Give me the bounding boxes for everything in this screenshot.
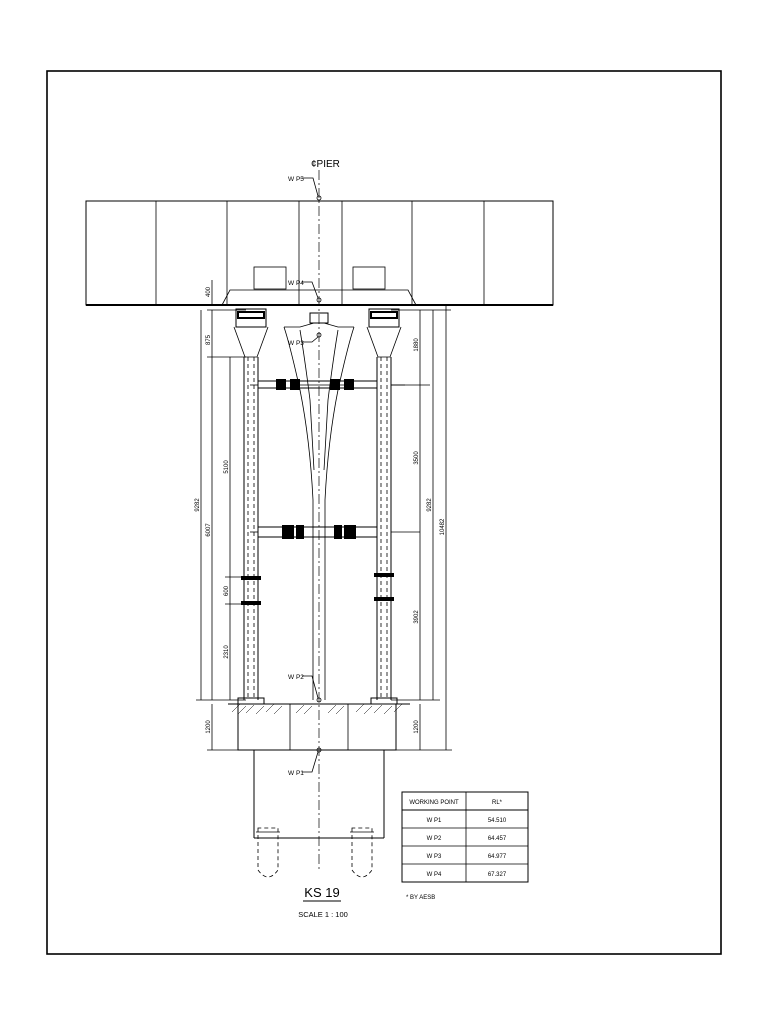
wp5-label: W P5 [288, 176, 304, 183]
dimension-lines-right [391, 305, 452, 751]
dim-1200-right: 1200 [414, 720, 420, 734]
dim-5100: 5100 [224, 460, 230, 474]
cross-bracing [250, 379, 420, 539]
pier-centerline-label: ¢PIER [311, 159, 340, 170]
right-column [366, 308, 402, 705]
sheet-border [46, 70, 722, 955]
dim-1880: 1880 [414, 338, 420, 352]
wp2-label: W P2 [288, 674, 304, 681]
table-cell-wp: W P3 [427, 854, 442, 860]
left-column [233, 308, 269, 705]
dim-600: 600 [224, 585, 230, 596]
table-cell-wp: W P4 [427, 872, 442, 878]
table-cell-rl: 54.510 [488, 818, 507, 824]
dim-6007: 6007 [206, 523, 212, 537]
table-cell-wp: W P2 [427, 836, 442, 842]
dimension-lines-left [196, 280, 246, 751]
table-cell-rl: 67.327 [488, 872, 507, 878]
dim-3500: 3500 [414, 451, 420, 465]
central-member [283, 312, 355, 700]
dim-3902: 3902 [414, 610, 420, 624]
table-cell-rl: 64.977 [488, 854, 507, 860]
dim-875: 875 [206, 334, 212, 345]
table-header-working-point: WORKING POINT [409, 800, 459, 806]
table-cell-rl: 64.457 [488, 836, 507, 842]
working-points [302, 177, 322, 773]
table-header-rl: RL* [492, 800, 503, 806]
dim-10482: 10482 [440, 518, 446, 535]
table-footnote: * BY AESB [406, 895, 435, 901]
wp3-label: W P3 [288, 340, 304, 347]
wp4-label: W P4 [288, 280, 304, 287]
dim-400: 400 [206, 286, 212, 297]
dim-1200-left: 1200 [206, 720, 212, 734]
drawing-scale: SCALE 1 : 100 [298, 910, 348, 919]
dim-9282-left: 9282 [195, 498, 201, 512]
pier-cap [85, 200, 554, 306]
table-cell-wp: W P1 [427, 818, 442, 824]
pile [253, 750, 385, 878]
dim-9282-right: 9282 [427, 498, 433, 512]
wp1-label: W P1 [288, 770, 304, 777]
drawing-title: KS 19 [304, 885, 339, 900]
dim-2310: 2310 [224, 645, 230, 659]
working-point-table [401, 791, 529, 883]
